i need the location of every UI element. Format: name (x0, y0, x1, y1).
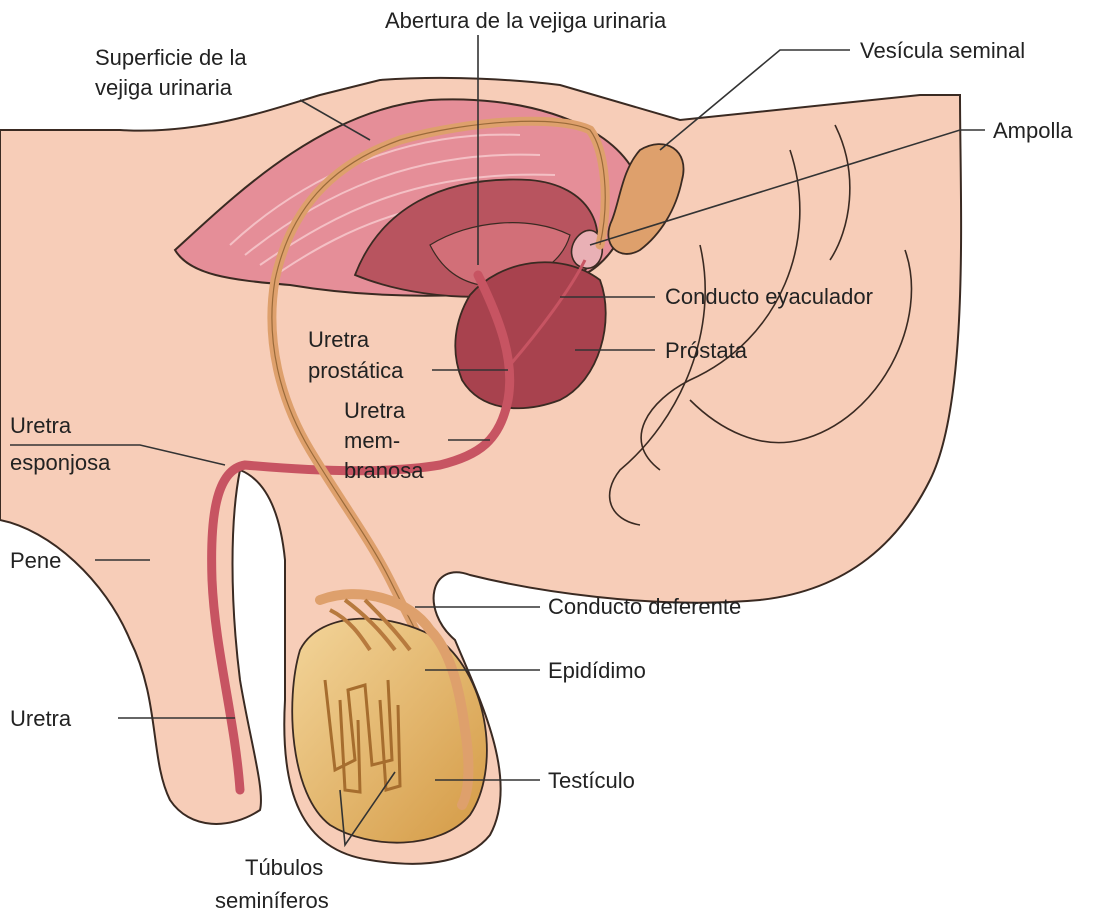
label-tubulos-2: seminíferos (215, 888, 329, 913)
label-conducto-deferente: Conducto deferente (548, 594, 741, 619)
label-tubulos-1: Túbulos (245, 855, 323, 880)
label-superficie-vejiga-1: Superficie de la (95, 45, 247, 70)
label-uretra-prostatica-1: Uretra (308, 327, 370, 352)
label-pene: Pene (10, 548, 61, 573)
label-superficie-vejiga-2: vejiga urinaria (95, 75, 233, 100)
label-uretra: Uretra (10, 706, 72, 731)
label-vesicula-seminal: Vesícula seminal (860, 38, 1025, 63)
label-uretra-membranosa-1: Uretra (344, 398, 406, 423)
label-uretra-esponjosa-2: esponjosa (10, 450, 111, 475)
label-conducto-eyaculador: Conducto eyaculador (665, 284, 873, 309)
label-uretra-esponjosa-1: Uretra (10, 413, 72, 438)
label-epididimo: Epidídimo (548, 658, 646, 683)
label-testiculo: Testículo (548, 768, 635, 793)
label-abertura-vejiga: Abertura de la vejiga urinaria (385, 8, 667, 33)
label-ampolla: Ampolla (993, 118, 1073, 143)
label-uretra-prostatica-2: prostática (308, 358, 404, 383)
label-prostata: Próstata (665, 338, 748, 363)
label-uretra-membranosa-2: mem- (344, 428, 400, 453)
label-uretra-membranosa-3: branosa (344, 458, 424, 483)
